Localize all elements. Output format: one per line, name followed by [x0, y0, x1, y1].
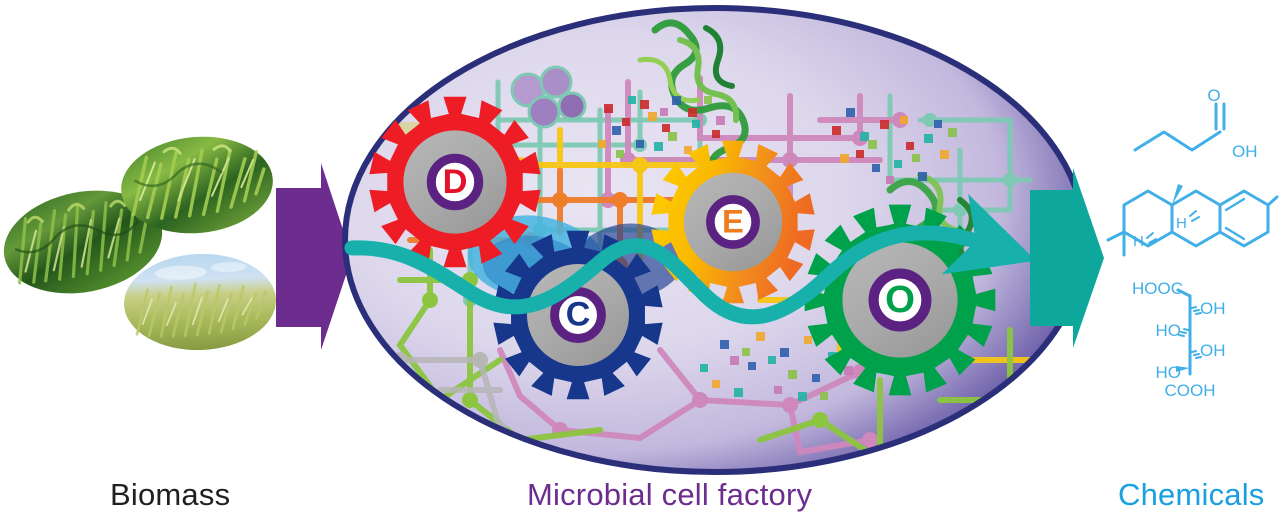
label-stereo-h-2: H	[1133, 233, 1144, 250]
terpene-structure: H H	[1106, 184, 1279, 257]
label-ho-2: HO	[1156, 363, 1182, 382]
gear-evaluate-ring	[706, 195, 760, 249]
gear-optimize-ring	[868, 268, 932, 332]
label-ho-1: HO	[1156, 321, 1182, 340]
gear-evaluate[interactable]: E	[651, 140, 815, 304]
output-arrow	[1030, 168, 1104, 348]
label-cooh: COOH	[1165, 381, 1216, 400]
caption-chemicals: Chemicals	[1118, 477, 1265, 512]
miscanthus-sky-photo	[124, 253, 276, 351]
label-hooc: HOOC	[1132, 279, 1183, 298]
label-oh-1: OH	[1200, 299, 1226, 318]
gear-construct-letter: C	[566, 296, 591, 334]
butyric-acid-structure: O OH	[1133, 86, 1258, 161]
gear-design[interactable]: D	[369, 96, 541, 268]
label-stereo-h-1: H	[1176, 215, 1187, 232]
chemical-structures: O OH H H HO	[1106, 86, 1279, 400]
grass-field-photo	[121, 136, 273, 234]
gear-design-ring	[426, 153, 484, 211]
molecule-cluster	[510, 65, 587, 129]
label-carbonyl-o: O	[1207, 86, 1220, 105]
gear-design-letter: D	[443, 163, 468, 201]
biomass-photos	[3, 136, 276, 351]
input-arrow	[276, 163, 352, 350]
gear-evaluate-letter: E	[722, 202, 744, 239]
gear-construct[interactable]: C	[493, 230, 663, 400]
gear-construct-ring	[550, 287, 606, 343]
label-hydroxyl: OH	[1232, 142, 1258, 161]
caption-biomass: Biomass	[110, 477, 231, 512]
gear-optimize-letter: O	[885, 278, 915, 321]
wheat-field-photo	[3, 190, 163, 294]
glucaric-acid-structure: HOOC OH HO OH HO COOH	[1132, 279, 1226, 400]
gear-group: D C E O	[369, 96, 996, 400]
flow-wave-arrow	[344, 193, 1037, 325]
caption-microbial-cell-factory: Microbial cell factory	[527, 477, 813, 512]
label-oh-2: OH	[1200, 341, 1226, 360]
